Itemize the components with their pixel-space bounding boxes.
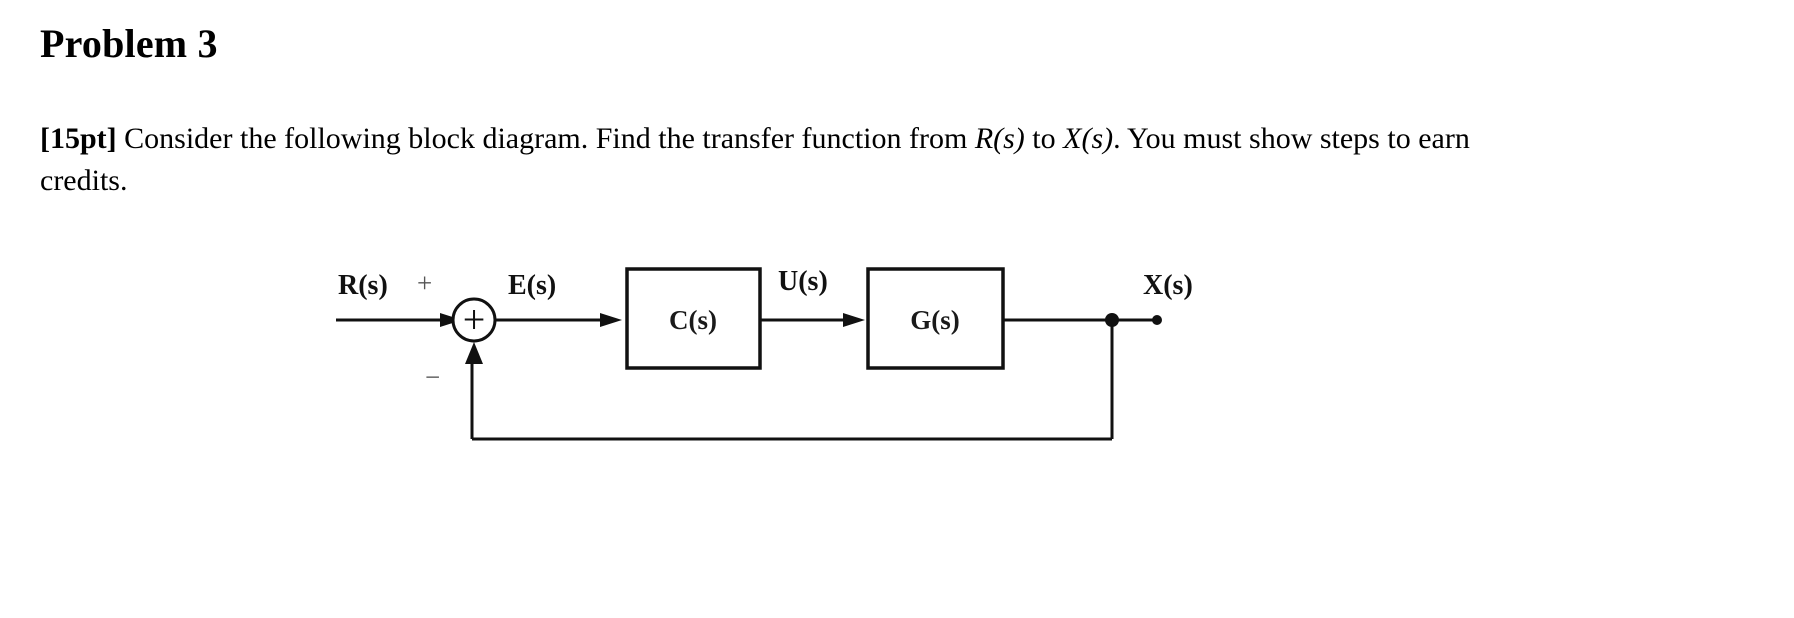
block-diagram: R(s) + E(s) U(s) X(s) + C(s) G(s) [0,236,1794,496]
prompt-text-2: to [1024,122,1064,155]
arrowhead-feedback [465,342,483,364]
math-input-variable: R(s) [974,122,1025,155]
label-minus-sign: − [425,362,440,392]
block-diagram-canvas: R(s) + E(s) U(s) X(s) + C(s) G(s) [336,266,1193,441]
summing-junction-plus-symbol: + [463,297,486,342]
controller-block-label: C(s) [669,305,717,335]
page-title: Problem 3 [40,21,218,66]
plant-block [866,267,1005,370]
arrowhead-control [843,313,865,327]
label-error-es: E(s) [508,270,556,301]
math-output-variable: X(s) [1063,122,1114,155]
arrowhead-input [440,313,462,327]
problem-statement: [15pt] Consider the following block diag… [40,118,1510,202]
arrowhead-error [600,313,622,327]
plant-block-label: G(s) [910,305,960,335]
label-control-us: U(s) [778,266,828,297]
points-tag: [15pt] [40,122,117,155]
prompt-text-3: . You must show steps to earn credits. [40,122,1470,197]
label-output-xs: X(s) [1143,270,1193,301]
label-plus-sign: + [417,268,432,298]
prompt-text-1: Consider the following block diagram. Fi… [116,122,975,155]
label-input-rs: R(s) [338,270,388,301]
output-terminal-dot [1152,315,1162,325]
controller-block [625,267,762,370]
